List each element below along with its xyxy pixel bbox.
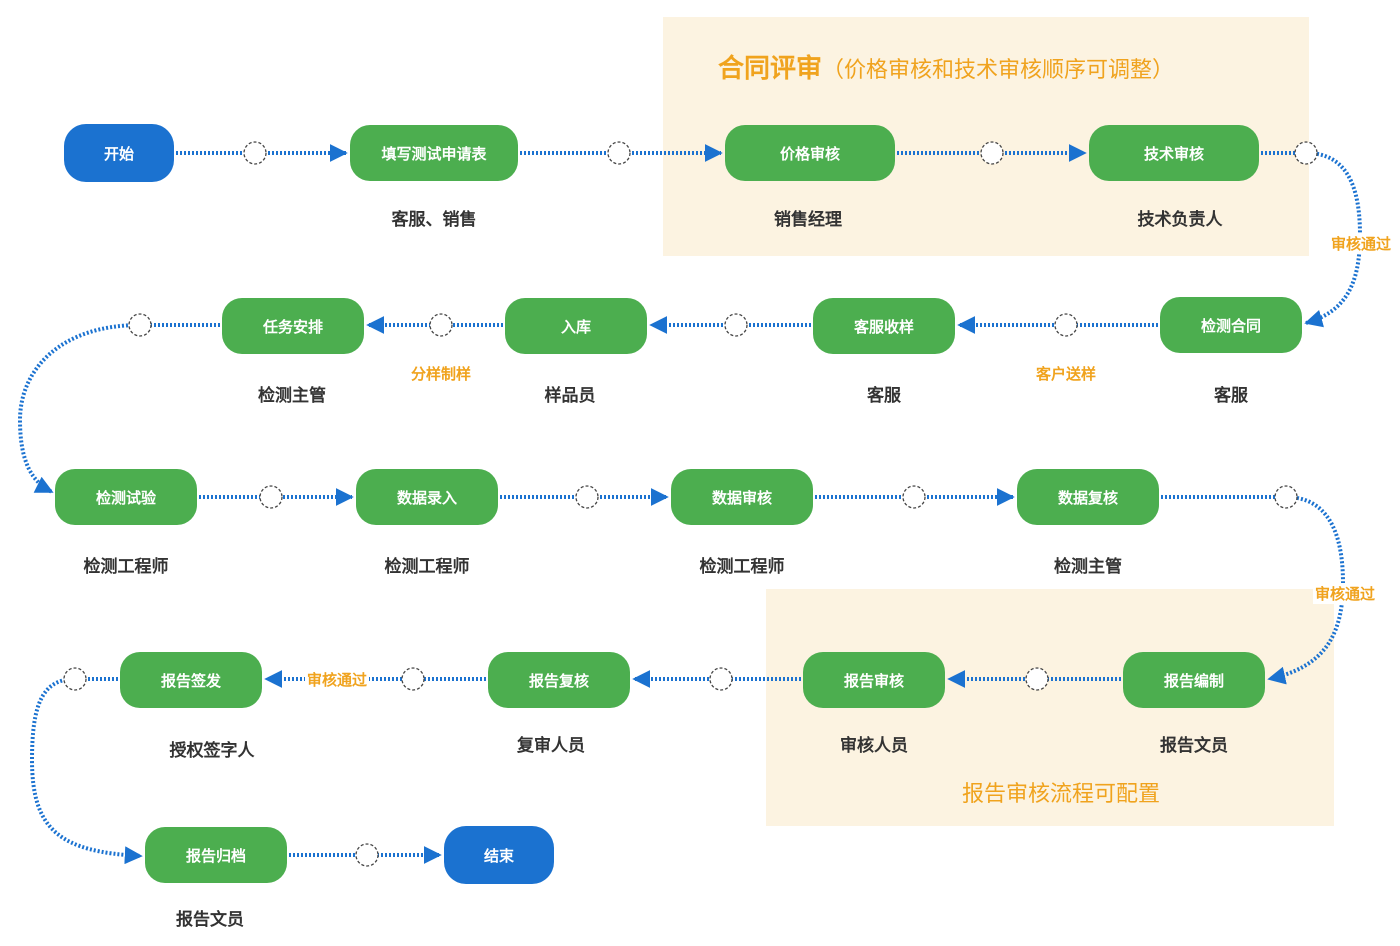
test-experiment-node[interactable]: 检测试验 — [55, 469, 197, 525]
report-review-node[interactable]: 报告审核 — [803, 652, 945, 708]
role-label-test-contract: 客服 — [1214, 386, 1248, 406]
test-contract-node[interactable]: 检测合同 — [1160, 297, 1302, 353]
link-task-assign-to-test-experiment — [17, 323, 220, 494]
waypoint-circle — [575, 485, 599, 509]
waypoint-circle — [1274, 485, 1298, 509]
role-label-tech-review: 技术负责人 — [1137, 210, 1223, 230]
waypoint-circle — [429, 313, 453, 337]
role-label-report-compile: 报告文员 — [1160, 736, 1228, 756]
report-compile-node[interactable]: 报告编制 — [1123, 652, 1265, 708]
role-label-report-archive: 报告文员 — [176, 910, 244, 930]
role-label-data-entry: 检测工程师 — [384, 557, 470, 577]
waypoint-circle — [980, 141, 1004, 165]
report-archive-node[interactable]: 报告归档 — [145, 827, 287, 883]
waypoint-circle — [724, 313, 748, 337]
waypoint-circle — [1025, 667, 1049, 691]
note-customer-delivery: 客户送样 — [1035, 365, 1097, 383]
report-review-config-note: 报告审核流程可配置 — [961, 782, 1161, 807]
note-split-sample: 分样制样 — [410, 365, 472, 383]
note-review-passed-contract: 审核通过 — [1328, 233, 1394, 254]
note-review-passed-report: 审核通过 — [304, 669, 370, 690]
contract-review-title-main: 合同评审 — [718, 54, 823, 84]
waypoint-circle — [355, 843, 379, 867]
fill-form-node[interactable]: 填写测试申请表 — [350, 125, 518, 181]
waypoint-circle — [259, 485, 283, 509]
data-entry-node[interactable]: 数据录入 — [356, 469, 498, 525]
waypoint-circle — [401, 667, 425, 691]
role-label-report-recheck: 复审人员 — [517, 736, 585, 756]
role-label-price-review: 销售经理 — [774, 210, 842, 230]
waypoint-circle — [709, 667, 733, 691]
waypoint-circle — [63, 667, 87, 691]
role-label-test-experiment: 检测工程师 — [83, 557, 169, 577]
end-node[interactable]: 结束 — [444, 826, 554, 884]
data-review-node[interactable]: 数据审核 — [671, 469, 813, 525]
report-recheck-node[interactable]: 报告复核 — [488, 652, 630, 708]
price-review-node[interactable]: 价格审核 — [725, 125, 895, 181]
link-report-issue-to-report-archive — [29, 677, 143, 865]
role-label-data-review: 检测工程师 — [699, 557, 785, 577]
role-label-fill-form: 客服、销售 — [391, 210, 477, 230]
cs-receive-sample-node[interactable]: 客服收样 — [813, 298, 955, 354]
report-issue-node[interactable]: 报告签发 — [120, 652, 262, 708]
role-label-report-issue: 授权签字人 — [169, 741, 255, 761]
task-assign-node[interactable]: 任务安排 — [222, 298, 364, 354]
storage-node[interactable]: 入库 — [505, 298, 647, 354]
waypoint-circle — [1294, 141, 1318, 165]
role-label-storage: 样品员 — [544, 386, 596, 406]
waypoint-circle — [243, 141, 267, 165]
contract-review-title: 合同评审（价格审核和技术审核顺序可调整） — [718, 48, 1174, 85]
role-label-report-review: 审核人员 — [840, 736, 908, 756]
waypoint-circle — [128, 313, 152, 337]
note-review-passed-data: 审核通过 — [1312, 583, 1378, 604]
tech-review-node[interactable]: 技术审核 — [1089, 125, 1259, 181]
waypoint-circle — [607, 141, 631, 165]
role-label-task-assign: 检测主管 — [258, 386, 326, 406]
data-recheck-node[interactable]: 数据复核 — [1017, 469, 1159, 525]
role-label-cs-receive: 客服 — [867, 386, 901, 406]
waypoint-circle — [1054, 313, 1078, 337]
start-node[interactable]: 开始 — [64, 124, 174, 182]
contract-review-title-note: （价格审核和技术审核顺序可调整） — [822, 58, 1175, 83]
waypoint-circle — [902, 485, 926, 509]
role-label-data-recheck: 检测主管 — [1054, 557, 1122, 577]
